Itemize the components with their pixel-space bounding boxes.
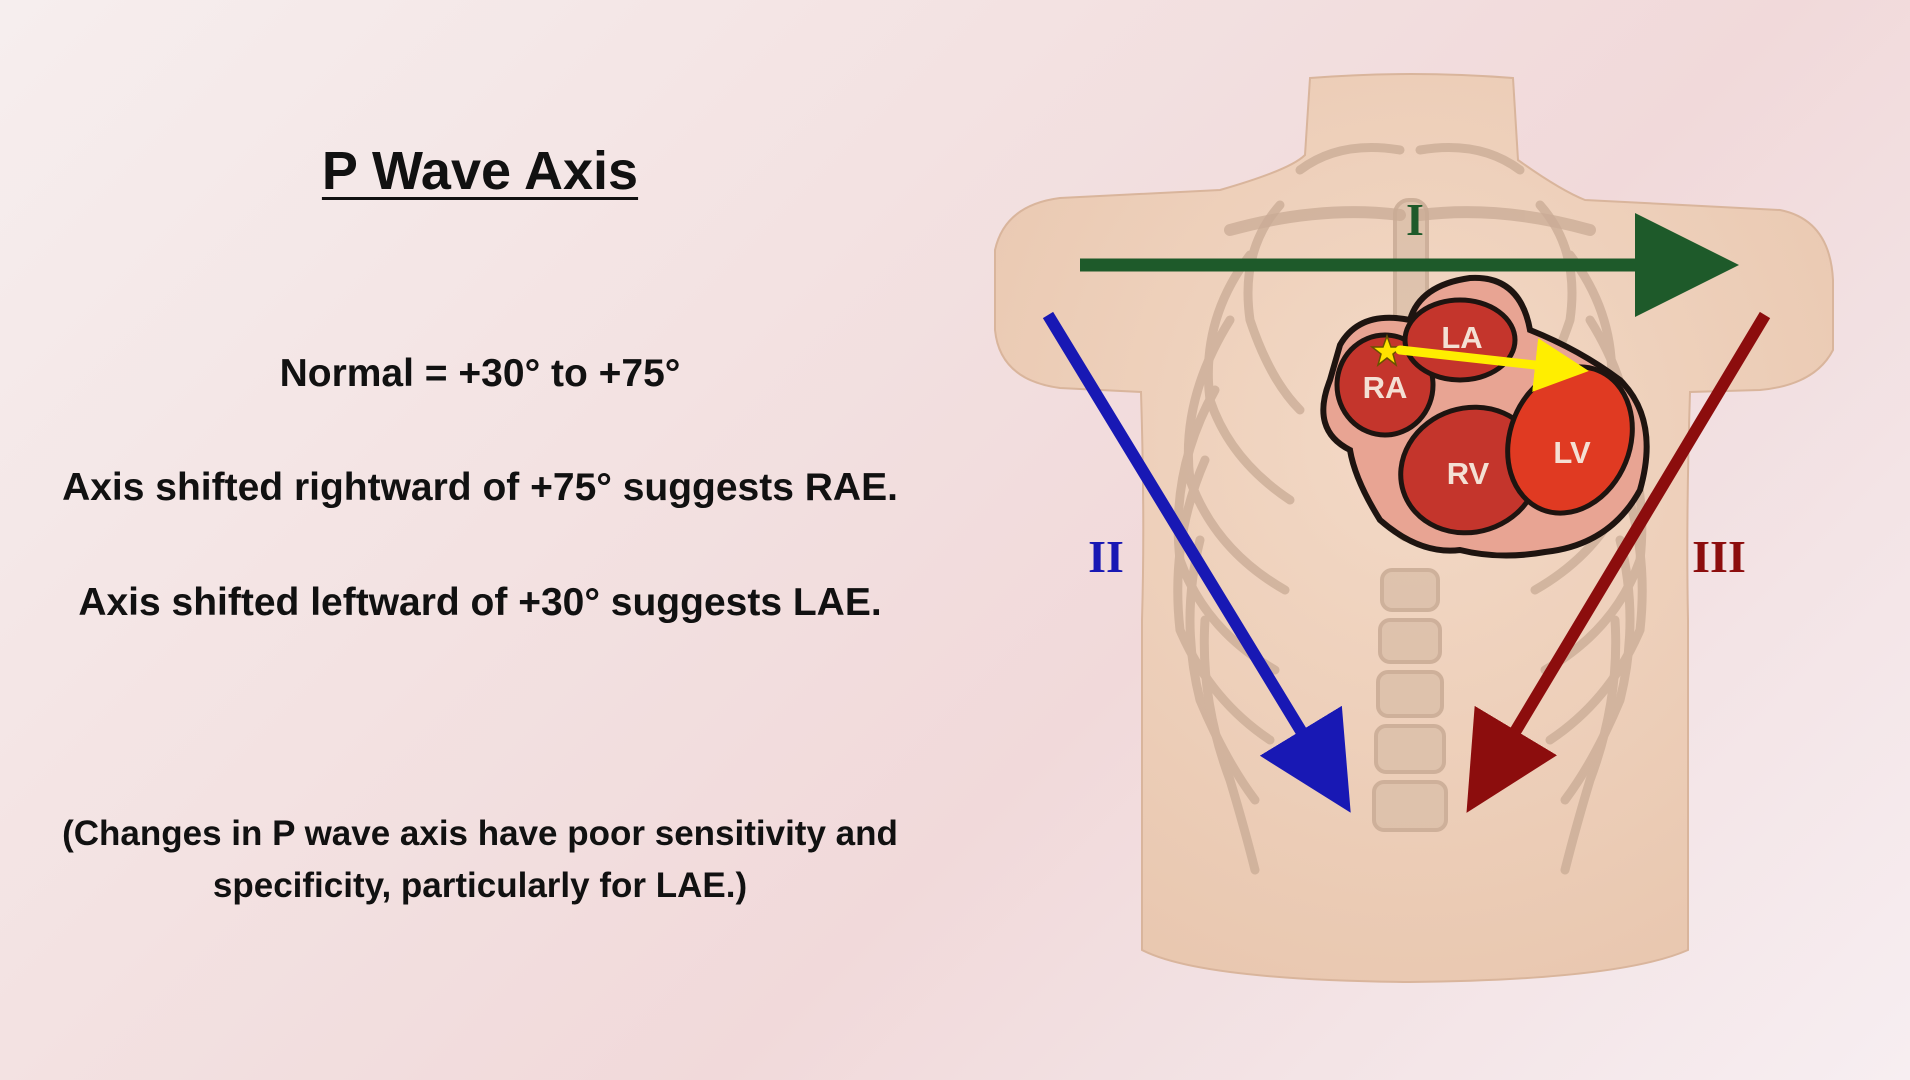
sensitivity-note-line-2: specificity, particularly for LAE.) bbox=[212, 866, 748, 905]
sensitivity-note: (Changes in P wave axis have poor sensit… bbox=[0, 808, 960, 912]
leftward-axis-text: Axis shifted leftward of +30° suggests L… bbox=[78, 581, 882, 624]
rv-label: RV bbox=[1447, 456, 1490, 491]
lead-ii-label: II bbox=[1088, 531, 1124, 582]
sensitivity-note-line-1: (Changes in P wave axis have poor sensit… bbox=[62, 814, 898, 853]
torso-diagram-svg: RA LA RV LV I II III bbox=[994, 73, 1834, 984]
la-label: LA bbox=[1441, 320, 1482, 355]
rightward-axis-text: Axis shifted rightward of +75° suggests … bbox=[62, 466, 898, 509]
clavicles bbox=[1224, 206, 1596, 236]
normal-range-text: Normal = +30° to +75° bbox=[279, 352, 681, 395]
heart: RA LA RV LV bbox=[1320, 274, 1650, 559]
lead-ii-arrow bbox=[1042, 311, 1351, 813]
text-panel: P Wave Axis Normal = +30° to +75° Axis s… bbox=[0, 141, 960, 912]
slide-title: P Wave Axis bbox=[321, 141, 639, 201]
lead-iii-label: III bbox=[1692, 531, 1746, 582]
p-wave-vector-arrow bbox=[1395, 338, 1589, 392]
einthoven-diagram: RA LA RV LV I II III bbox=[960, 0, 1910, 1080]
lead-i-label: I bbox=[1406, 194, 1424, 245]
left-ventricle bbox=[1505, 364, 1635, 516]
right-atrium bbox=[1334, 332, 1436, 438]
lv-label: LV bbox=[1553, 435, 1591, 470]
ra-label: RA bbox=[1363, 370, 1408, 405]
lead-iii-arrow bbox=[1466, 311, 1771, 813]
